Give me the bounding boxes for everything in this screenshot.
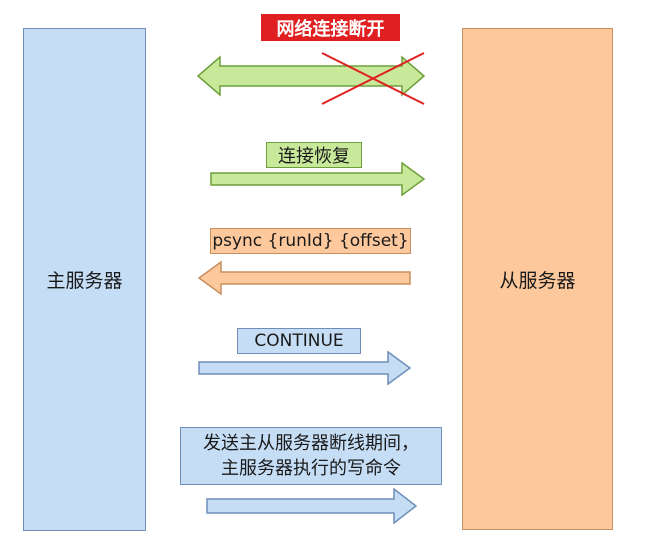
disconnect-cross-line-2: [321, 52, 425, 105]
psync-label: psync {runId} {offset}: [210, 228, 411, 254]
backlog-label-line-2: 主服务器执行的写命令: [221, 458, 401, 479]
recover-arrow: [210, 161, 426, 197]
slave-server-box: 从服务器: [462, 28, 613, 530]
disconnect-label: 网络连接断开: [261, 14, 400, 41]
continue-arrow: [198, 350, 412, 386]
recover-label: 连接恢复: [266, 142, 362, 168]
master-server-label: 主服务器: [46, 270, 123, 292]
psync-arrow: [197, 260, 411, 296]
backlog-arrow: [206, 487, 418, 525]
backlog-label: 发送主从服务器断线期间， 主服务器执行的写命令: [180, 427, 442, 485]
disconnect-double-arrow: [196, 55, 426, 97]
slave-server-label: 从服务器: [499, 269, 576, 292]
backlog-label-line-1: 发送主从服务器断线期间，: [203, 433, 419, 454]
master-server-box: 主服务器: [23, 28, 146, 531]
continue-label: CONTINUE: [237, 328, 361, 354]
